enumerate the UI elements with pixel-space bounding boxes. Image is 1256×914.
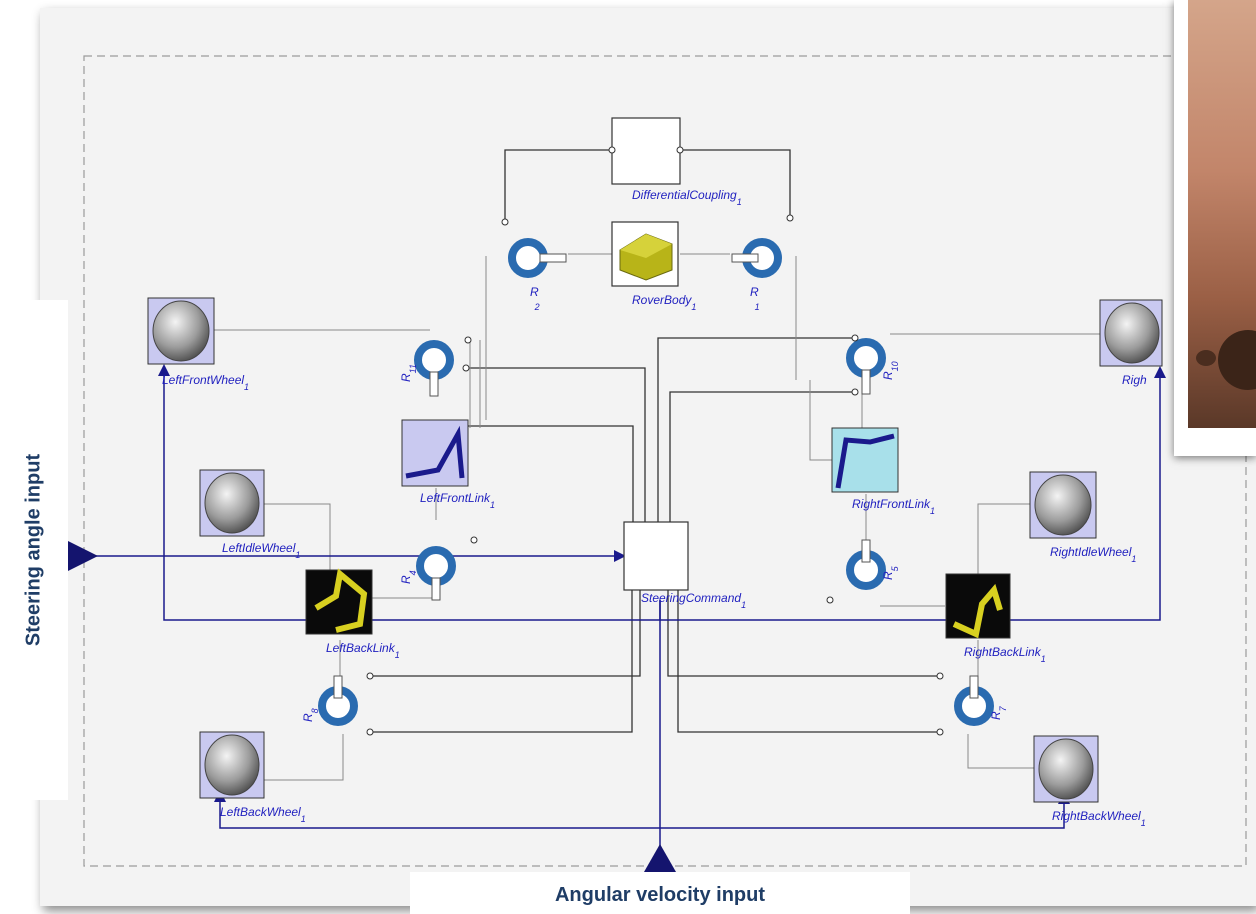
left-back-wheel-block[interactable] xyxy=(199,731,265,799)
left-back-wheel-label: LeftBackWheel1 xyxy=(220,805,306,824)
steering-angle-label-box: Steering angle input xyxy=(0,300,68,800)
svg-text:R1: R1 xyxy=(750,285,760,312)
left-back-link-block[interactable] xyxy=(305,568,373,635)
rover-body-label: RoverBody1 xyxy=(632,293,696,312)
steering-command-label: SteeringCommand1 xyxy=(641,591,746,610)
revolute-joint-r11-icon[interactable] xyxy=(414,340,454,397)
svg-text:R2: R2 xyxy=(530,285,540,312)
mars-landscape-image xyxy=(1188,0,1256,428)
revolute-joint-r1-icon[interactable] xyxy=(731,238,782,278)
signal-connections xyxy=(96,364,1166,850)
left-idle-wheel-block[interactable] xyxy=(199,469,265,537)
right-front-wheel-label: Righ xyxy=(1122,373,1147,387)
right-back-link-label: RightBackLink1 xyxy=(964,645,1046,664)
rover-body-block[interactable] xyxy=(611,221,679,287)
right-idle-wheel-label: RightIdleWheel1 xyxy=(1050,545,1136,564)
svg-text:R11: R11 xyxy=(399,364,418,382)
left-front-link-label: LeftFrontLink1 xyxy=(420,491,495,510)
left-front-link-block[interactable] xyxy=(401,419,469,487)
differential-coupling-block[interactable] xyxy=(608,117,684,185)
left-front-wheel-label: LeftFrontWheel1 xyxy=(162,373,249,392)
revolute-joint-r10-icon[interactable] xyxy=(846,338,886,395)
left-front-wheel-block[interactable] xyxy=(147,297,215,365)
steering-angle-label: Steering angle input xyxy=(22,453,45,647)
differential-coupling-label: DifferentialCoupling1 xyxy=(632,188,742,207)
right-front-link-label: RightFrontLink1 xyxy=(852,497,935,516)
revolute-joint-r7-icon[interactable] xyxy=(954,675,994,726)
rock-shape xyxy=(1218,330,1256,390)
velocity-input-port[interactable] xyxy=(644,844,676,872)
revolute-joint-r5-icon[interactable] xyxy=(846,539,886,590)
mechanical-connections xyxy=(370,149,940,733)
revolute-joint-r2-icon[interactable] xyxy=(508,238,567,278)
svg-text:R5: R5 xyxy=(881,565,900,580)
revolute-joint-r4-icon[interactable] xyxy=(416,546,456,601)
joint-icons xyxy=(318,238,994,726)
right-idle-wheel-block[interactable] xyxy=(1029,471,1097,539)
right-front-wheel-block[interactable] xyxy=(1099,299,1163,367)
steering-input-port[interactable] xyxy=(66,540,98,572)
angular-velocity-label: Angular velocity input xyxy=(554,884,766,906)
svg-text:R4: R4 xyxy=(399,570,418,584)
rock-shape-small xyxy=(1196,350,1216,366)
left-idle-wheel-label: LeftIdleWheel1 xyxy=(222,541,300,560)
right-front-link-block[interactable] xyxy=(831,427,899,493)
angular-velocity-label-box: Angular velocity input xyxy=(410,872,910,914)
right-back-wheel-label: RightBackWheel1 xyxy=(1052,809,1146,828)
right-back-wheel-block[interactable] xyxy=(1033,735,1099,803)
svg-text:R7: R7 xyxy=(989,705,1008,720)
steering-command-block[interactable] xyxy=(623,521,689,591)
connector-dots xyxy=(366,214,944,736)
svg-text:R10: R10 xyxy=(881,361,900,380)
svg-text:R8: R8 xyxy=(301,708,320,722)
mars-photo xyxy=(1174,0,1256,456)
right-back-link-block[interactable] xyxy=(945,573,1011,639)
revolute-joint-r8-icon[interactable] xyxy=(318,675,358,726)
left-back-link-label: LeftBackLink1 xyxy=(326,641,400,660)
